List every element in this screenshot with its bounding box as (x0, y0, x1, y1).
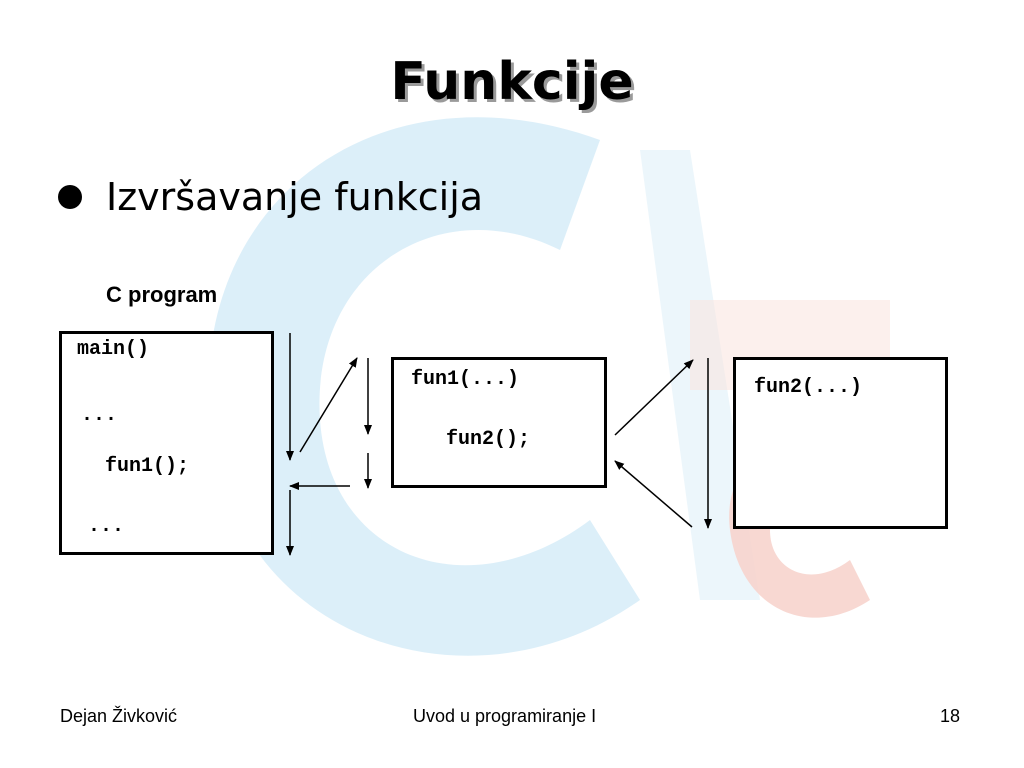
arrow-call-fun1 (299, 357, 358, 453)
main-code-line-3: fun1(); (105, 455, 190, 478)
fun1-code-line-1: fun1(...) (411, 368, 520, 391)
diagram-caption: C program (106, 282, 218, 307)
fun2-code-line-1: fun2(...) (754, 376, 863, 399)
bullet-item: Izvršavanje funkcija (58, 175, 483, 219)
bullet-text: Izvršavanje funkcija (106, 175, 484, 219)
arrow-return-fun1 (614, 460, 693, 528)
arrow-call-fun2 (614, 359, 694, 436)
fun2-function-box (733, 357, 948, 529)
main-code-line-1: main() (77, 338, 150, 361)
main-function-box (59, 331, 274, 555)
bullet-dot-icon (58, 185, 82, 209)
slide-title: Funkcije (390, 52, 634, 112)
fun1-function-box (391, 357, 607, 488)
footer-course: Uvod u programiranje I (413, 706, 597, 726)
main-code-line-4: ... (88, 515, 125, 538)
footer-author: Dejan Živković (60, 706, 178, 726)
fun1-code-line-2: fun2(); (446, 428, 531, 451)
footer-page-number: 18 (940, 706, 961, 726)
main-code-line-2: ... (81, 404, 118, 427)
